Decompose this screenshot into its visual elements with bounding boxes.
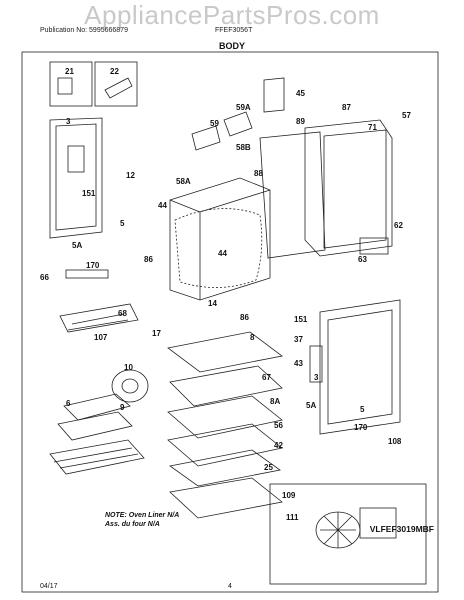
label-86-a: 86	[144, 255, 153, 264]
oven-cavity-top-edge	[199, 189, 271, 213]
label-43: 43	[294, 359, 303, 368]
label-9: 9	[120, 403, 125, 412]
label-88: 88	[254, 169, 263, 178]
broil-element-66	[59, 303, 139, 333]
label-66: 66	[40, 273, 49, 282]
label-3-b: 3	[314, 373, 319, 382]
label-21: 21	[65, 67, 74, 76]
part-8a	[167, 395, 283, 439]
label-71: 71	[368, 123, 377, 132]
label-5: 5	[120, 219, 125, 228]
label-151: 151	[82, 189, 96, 198]
label-107: 107	[94, 333, 108, 342]
label-5a: 5A	[72, 241, 82, 250]
label-17: 17	[152, 329, 161, 338]
oven-cavity	[169, 177, 271, 301]
label-59: 59	[210, 119, 219, 128]
oven-door-glass-right	[327, 309, 393, 425]
label-57: 57	[402, 111, 411, 120]
label-42: 42	[274, 441, 283, 450]
note-line-2: Ass. du four N/A	[105, 521, 160, 528]
part-9	[57, 411, 133, 441]
convection-fan-107	[111, 369, 149, 403]
label-58b: 58B	[236, 143, 251, 152]
part-59	[191, 125, 221, 151]
label-45: 45	[296, 89, 305, 98]
fan-blade-spokes	[320, 512, 356, 548]
label-58a: 58A	[176, 177, 191, 186]
footer-date: 04/17	[40, 583, 58, 590]
label-62: 62	[394, 221, 403, 230]
part-45	[263, 77, 285, 113]
exploded-parts-diagram: 21 22 45 59A 87 3 59 89 71 57 58B 12 58A…	[21, 51, 439, 593]
part-42	[169, 449, 281, 487]
convection-motor-box	[269, 483, 427, 585]
note-line-1: NOTE: Oven Liner N/A	[105, 512, 180, 519]
diagram-code: VLFEF3019MBF	[369, 524, 434, 534]
section-title: BODY	[218, 41, 245, 51]
part-56	[167, 423, 283, 467]
label-151-b: 151	[294, 315, 308, 324]
label-12: 12	[126, 171, 135, 180]
part-8	[167, 331, 283, 373]
label-108: 108	[388, 437, 402, 446]
part-21-box	[49, 61, 93, 107]
fan-hub	[121, 378, 139, 394]
label-14: 14	[208, 299, 217, 308]
label-44-b: 44	[218, 249, 227, 258]
part-5a	[65, 269, 109, 279]
label-170-b: 170	[354, 423, 368, 432]
element-coils	[67, 313, 129, 331]
label-170: 170	[86, 261, 100, 270]
oven-door-left	[49, 117, 103, 239]
part-25	[169, 477, 283, 519]
part-62	[359, 237, 389, 255]
label-44-a: 44	[158, 201, 167, 210]
label-8a: 8A	[270, 397, 280, 406]
label-8: 8	[250, 333, 255, 342]
label-5-b: 5	[360, 405, 365, 414]
label-111: 111	[286, 513, 299, 522]
rear-insulation	[323, 129, 387, 249]
label-3: 3	[66, 117, 71, 126]
label-59a: 59A	[236, 103, 251, 112]
insulation-blanket	[174, 208, 263, 288]
part-22-shape	[104, 77, 133, 99]
rack-wires	[53, 447, 139, 469]
part-151-right	[309, 345, 323, 383]
oven-cavity-edge	[169, 199, 201, 300]
bake-element-67	[169, 365, 283, 407]
label-6: 6	[66, 399, 71, 408]
label-87: 87	[342, 103, 351, 112]
oven-rack-6	[49, 439, 145, 475]
model-number: FFEF3056T	[215, 27, 253, 34]
footer-page-number: 4	[228, 583, 232, 590]
back-panel	[304, 119, 393, 257]
part-59a	[223, 111, 253, 137]
door-window-left	[67, 145, 85, 173]
watermark: AppliancePartsPros.com	[84, 0, 380, 30]
oven-door-right	[319, 299, 401, 435]
part-10	[63, 393, 131, 421]
label-22: 22	[110, 67, 119, 76]
part-21-shape	[57, 77, 73, 95]
label-37: 37	[294, 335, 303, 344]
label-10: 10	[124, 363, 133, 372]
publication-number: Publication No: 5995666879	[40, 27, 128, 34]
motor-108	[359, 507, 397, 539]
label-89: 89	[296, 117, 305, 126]
label-109: 109	[282, 491, 296, 500]
label-67: 67	[262, 373, 271, 382]
side-panel	[259, 131, 326, 259]
label-86-b: 86	[240, 313, 249, 322]
label-56: 56	[274, 421, 283, 430]
label-25: 25	[264, 463, 273, 472]
diagram-frame	[21, 51, 439, 593]
label-5a-2: 5A	[306, 401, 316, 410]
label-68: 68	[118, 309, 127, 318]
oven-door-glass-left	[55, 123, 97, 231]
label-63: 63	[358, 255, 367, 264]
oven-liner-note: NOTE: Oven Liner N/A Ass. du four N/A	[105, 511, 179, 529]
part-22-box	[94, 61, 138, 107]
